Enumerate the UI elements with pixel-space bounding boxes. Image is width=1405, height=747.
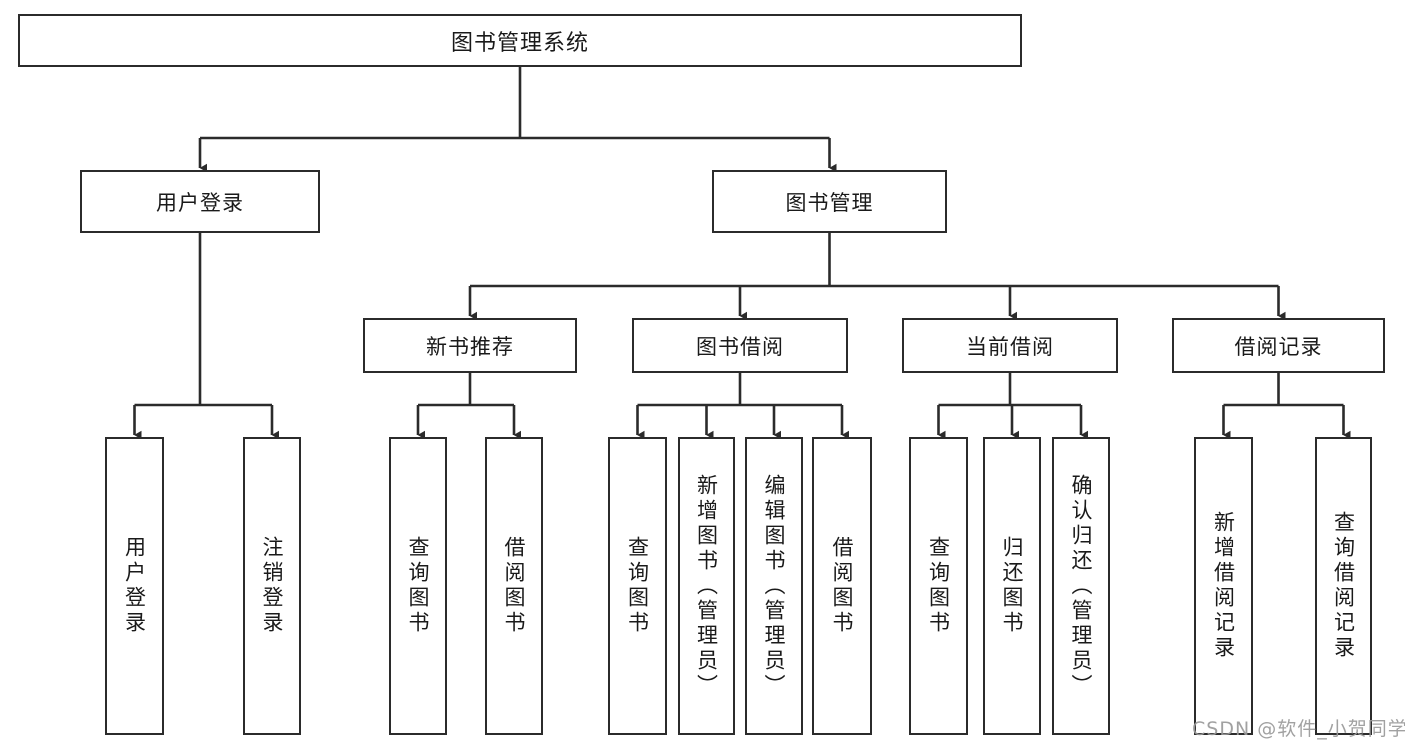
leaf-query-book-current[interactable]: 查询图书 <box>909 437 968 735</box>
node-label: 借阅记录 <box>1234 334 1323 359</box>
leaf-borrow-book-recommend[interactable]: 借阅图书 <box>485 437 543 735</box>
node-root-system[interactable]: 图书管理系统 <box>18 14 1022 67</box>
node-label: 图书管理系统 <box>450 30 589 56</box>
csdn-watermark: CSDN @软件_小贺同学 <box>1192 718 1405 740</box>
leaf-query-book-recommend[interactable]: 查询图书 <box>389 437 447 735</box>
node-label: 注销登录 <box>260 536 285 636</box>
leaf-return-book[interactable]: 归还图书 <box>983 437 1041 735</box>
node-label: 查询借阅记录 <box>1331 511 1356 661</box>
node-label: 查询图书 <box>625 536 650 636</box>
node-label: 确认归还（管理员） <box>1069 473 1094 699</box>
node-book-borrowing[interactable]: 图书借阅 <box>632 318 848 373</box>
leaf-edit-book-admin[interactable]: 编辑图书（管理员） <box>745 437 803 735</box>
node-label: 用户登录 <box>156 190 244 215</box>
leaf-add-borrow-record[interactable]: 新增借阅记录 <box>1194 437 1253 735</box>
node-label: 图书借阅 <box>696 334 784 359</box>
node-label: 查询图书 <box>926 536 951 636</box>
leaf-user-login[interactable]: 用户登录 <box>105 437 164 735</box>
node-borrowing-records[interactable]: 借阅记录 <box>1172 318 1385 373</box>
leaf-lend-book[interactable]: 借阅图书 <box>812 437 872 735</box>
node-label: 新书推荐 <box>426 334 514 359</box>
node-user-login[interactable]: 用户登录 <box>80 170 320 233</box>
node-label: 图书管理 <box>785 190 874 215</box>
edges-group <box>133 67 1351 440</box>
node-label: 借阅图书 <box>830 536 855 636</box>
node-label: 编辑图书（管理员） <box>762 473 787 699</box>
node-label: 查询图书 <box>406 536 431 636</box>
leaf-confirm-return-admin[interactable]: 确认归还（管理员） <box>1052 437 1110 735</box>
node-label: 新增图书（管理员） <box>694 473 719 699</box>
node-label: 新增借阅记录 <box>1211 511 1236 661</box>
leaf-add-book-admin[interactable]: 新增图书（管理员） <box>678 437 735 735</box>
node-current-borrowing[interactable]: 当前借阅 <box>902 318 1118 373</box>
node-label: 借阅图书 <box>502 536 527 636</box>
node-label: 用户登录 <box>122 536 147 636</box>
leaf-query-borrow-record[interactable]: 查询借阅记录 <box>1315 437 1372 735</box>
node-new-book-recommendation[interactable]: 新书推荐 <box>363 318 577 373</box>
leaf-query-book-borrowing[interactable]: 查询图书 <box>608 437 667 735</box>
node-label: 归还图书 <box>1000 536 1025 636</box>
leaf-logout[interactable]: 注销登录 <box>243 437 301 735</box>
node-label: 当前借阅 <box>966 334 1054 359</box>
node-book-management[interactable]: 图书管理 <box>712 170 947 233</box>
